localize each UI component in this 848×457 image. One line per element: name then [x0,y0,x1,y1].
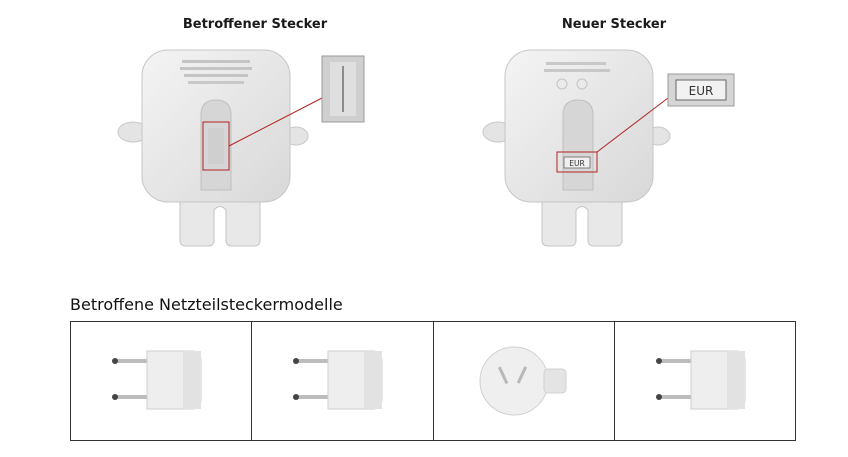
eur-marking-zoomed: EUR [689,84,714,98]
affected-models-table [70,321,796,441]
model-cell-2 [252,322,434,440]
round-plug-image [479,346,567,416]
eur-marking-small: EUR [569,159,584,168]
new-plug-caption: Neuer Stecker [561,17,667,32]
model-cell-3 [434,322,615,440]
new-plug-image: EUR EUR [482,49,735,247]
euro-plug-image [293,350,383,410]
affected-models-title: Betroffene Netzteilsteckermodelle [70,295,343,314]
affected-plug-caption: Betroffener Stecker [182,17,328,32]
euro-plug-image [655,350,746,410]
affected-plug-image [117,49,365,247]
euro-plug-image [112,350,202,410]
model-cell-1 [71,322,253,440]
model-cell-4 [615,322,795,440]
